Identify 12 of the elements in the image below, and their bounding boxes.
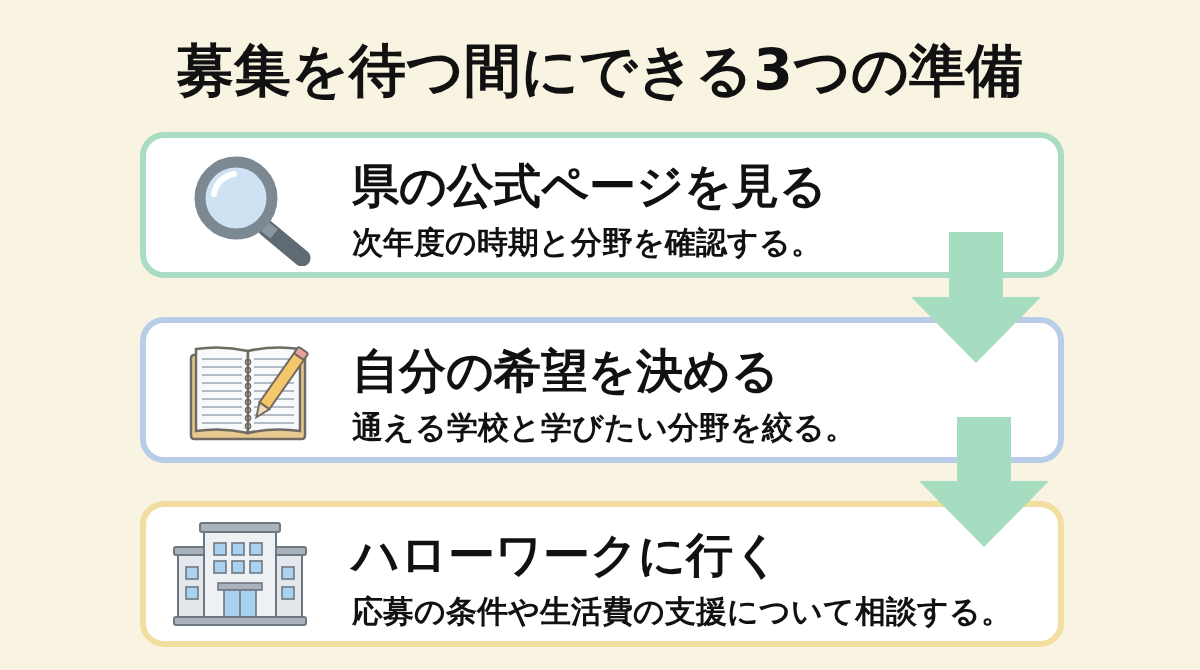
flow-arrow <box>919 417 1049 547</box>
step-description: 応募の条件や生活費の支援について相談する。 <box>352 593 1012 631</box>
step-heading: 県の公式ページを見る <box>352 158 827 215</box>
step-card <box>140 132 1064 278</box>
flow-arrow <box>911 232 1041 363</box>
step-description: 次年度の時期と分野を確認する。 <box>352 224 822 262</box>
step-heading: 自分の希望を決める <box>352 343 779 400</box>
step-heading: ハローワークに行く <box>352 527 781 584</box>
step-card <box>140 317 1064 463</box>
title: 募集を待つ間にできる3つの準備 <box>177 36 1023 105</box>
step-description: 通える学校と学びたい分野を絞る。 <box>352 409 856 447</box>
step-card <box>140 501 1064 647</box>
